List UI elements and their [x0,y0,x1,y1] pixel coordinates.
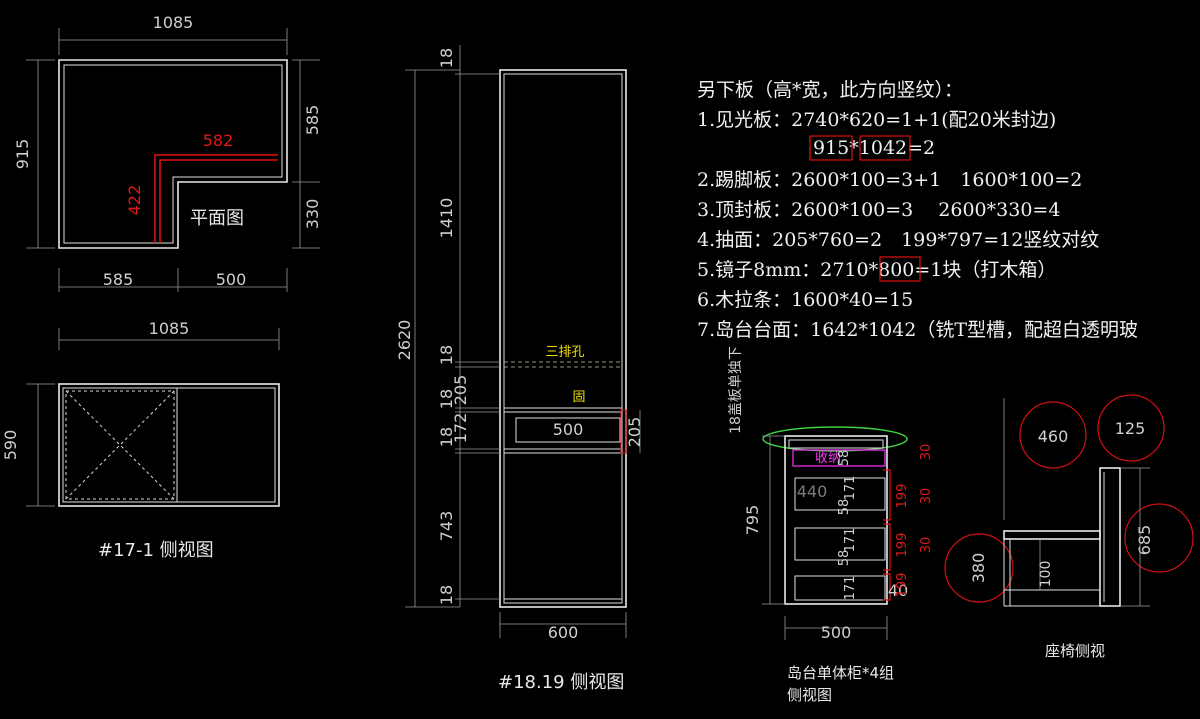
notes-line7: 7.岛台台面：1642*1042（铣T型槽，配超白透明玻 [697,319,1138,341]
side18-dim-bottom: 600 [548,623,579,642]
side17-dim-top: 1085 [149,319,190,338]
island-right-dim-0: 30 [919,444,934,461]
plan-red-dim-h: 582 [203,131,234,150]
side18-drawer-width: 500 [553,420,584,439]
plan-view: 1085 915 585 330 585 500 582 422 平面图 [13,13,322,292]
island-right-dim-3: 199 [895,533,910,558]
island-left-dim-4: 58 [837,550,852,567]
notes-line6: 6.木拉条：1600*40=15 [697,289,913,311]
side18-dim-6: 172 [451,413,470,444]
island-cabinet: 18盖板单独下 收纳 440 40 58 171 58 171 58 171 3… [728,346,934,704]
side18-drawer-height: 205 [625,417,644,448]
side18-dim-0: 18 [437,48,456,68]
side18-dim-total: 2620 [395,320,414,361]
side18-dim-1: 1410 [437,198,456,239]
plan-title: 平面图 [190,208,244,229]
side-view-18: 2620 18 1410 18 18 205 18 172 743 18 500… [395,45,644,693]
plan-dim-right-top: 585 [303,105,322,136]
side18-dim-5: 18 [437,427,456,447]
island-right-dim-5: 199 [895,573,910,598]
plan-dim-top: 1085 [153,13,194,32]
side18-dim-3: 18 [437,389,456,409]
side17-title: #17-1 侧视图 [98,540,214,561]
chair-side-view: 460 125 685 380 100 座椅侧视 [944,394,1194,660]
island-left-dim-1: 171 [843,476,858,501]
notes-line2: 2.踢脚板：2600*100=3+1 1600*100=2 [697,169,1082,191]
island-right-dim-1: 199 [895,484,910,509]
island-vertical-label: 18盖板单独下 [728,346,744,434]
island-left-dim-5: 171 [843,576,858,601]
notes-line5: 5.镜子8mm：2710*800=1块（打木箱） [697,259,1056,281]
island-title-2: 侧视图 [787,686,832,704]
chair-circle-3: 685 [1135,525,1154,556]
island-left-dim-2: 58 [837,499,852,516]
side18-dim-8: 18 [437,585,456,605]
island-label-storage: 收纳 [815,451,841,466]
island-dim-bottom: 500 [821,623,852,642]
plan-dim-right-bottom: 330 [303,199,322,230]
island-left-dim-3: 171 [843,528,858,553]
chair-circle-2: 125 [1115,419,1146,438]
side18-label-fixed: 固 [572,390,585,405]
island-inner-width: 440 [797,482,828,501]
notes-line3: 3.顶封板：2600*100=3 2600*330=4 [697,199,1060,221]
island-dim-40: 40 [888,581,908,600]
chair-circle-4: 380 [969,553,988,584]
chair-title: 座椅侧视 [1045,642,1105,660]
notes-line4: 4.抽面：205*760=2 199*797=12竖纹对纹 [697,229,1099,251]
side18-label-holes: 三排孔 [545,345,584,360]
side18-dim-2: 18 [437,345,456,365]
side18-dim-7: 743 [437,511,456,542]
island-dim-height: 795 [743,505,762,536]
plan-red-dim-v: 422 [125,185,144,216]
side18-dim-4: 205 [451,375,470,406]
notes-heading: 另下板（高*宽，此方向竖纹）： [697,79,963,101]
notes-block: 另下板（高*宽，此方向竖纹）： 1.见光板：2740*620=1+1(配20米封… [697,79,1138,341]
side-view-17: 1085 590 #17-1 侧视图 [1,319,280,561]
chair-circle-1: 460 [1038,427,1069,446]
plan-dim-left: 915 [13,139,32,170]
plan-dim-bottom-right: 500 [216,270,247,289]
island-right-dim-2: 30 [919,488,934,505]
side17-dim-left: 590 [1,430,20,461]
island-right-dim-4: 30 [919,537,934,554]
chair-dim-100: 100 [1038,561,1054,588]
notes-line1: 1.见光板：2740*620=1+1(配20米封边) [697,109,1056,131]
island-title-1: 岛台单体柜*4组 [787,664,894,682]
notes-line1b: 915*1042=2 [813,137,935,159]
side18-title: #18.19 侧视图 [498,672,624,693]
plan-dim-bottom-left: 585 [103,270,134,289]
island-left-dim-0: 58 [837,450,852,467]
